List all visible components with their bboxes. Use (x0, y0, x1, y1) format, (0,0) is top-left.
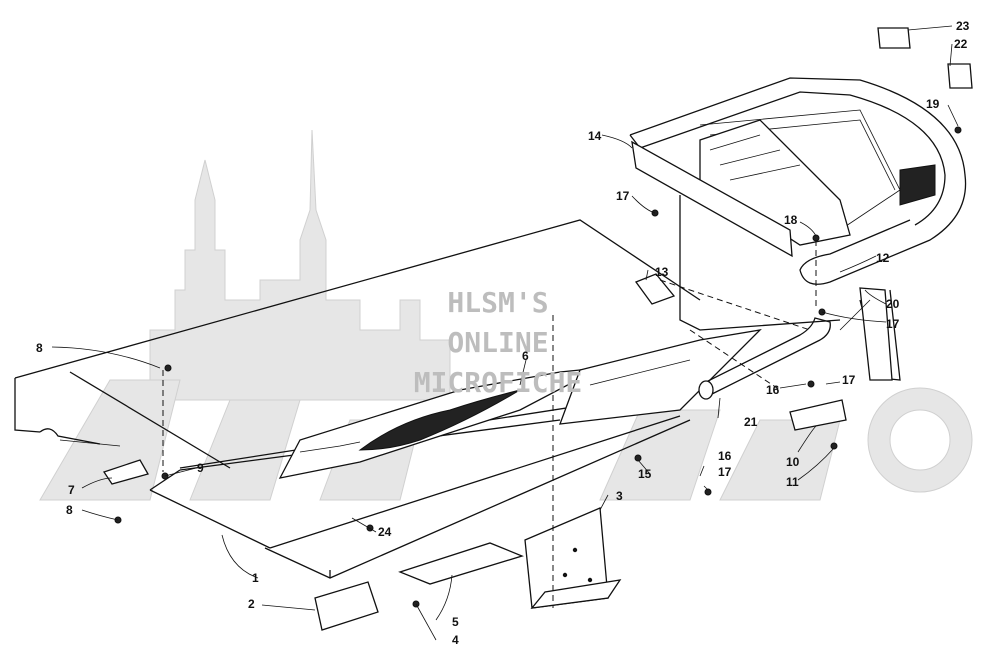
callout-9: 9 (197, 461, 204, 475)
tag-23 (877, 27, 911, 49)
leader-lines (51, 25, 959, 641)
callout-3: 3 (616, 489, 623, 503)
callout-24: 24 (378, 525, 392, 539)
callout-16-right: 16 (766, 383, 780, 397)
callout-17-right: 17 (886, 317, 900, 331)
callout-15: 15 (638, 467, 652, 481)
side-plate (839, 287, 893, 381)
bolt-15 (634, 454, 642, 462)
assembly-lines (162, 240, 817, 608)
callout-23: 23 (956, 19, 970, 33)
callout-5: 5 (452, 615, 459, 629)
tag-22 (947, 63, 973, 89)
bracket-plate (631, 140, 793, 258)
callout-1: 1 (252, 571, 259, 585)
callout-21: 21 (744, 415, 758, 429)
screw-11 (830, 442, 838, 450)
callout-16-lower: 16 (718, 449, 732, 463)
callout-8-lower: 8 (66, 503, 73, 517)
callout-4: 4 (452, 633, 459, 647)
watermark-line1: HLSM'S (447, 286, 548, 319)
callout-14: 14 (588, 129, 602, 143)
pad (398, 542, 524, 585)
nut-17 (704, 488, 712, 496)
callout-2: 2 (248, 597, 255, 611)
chassis-plate (559, 329, 762, 425)
watermark-graphic (39, 129, 973, 501)
callout-8-upper: 8 (36, 341, 43, 355)
callout-6: 6 (522, 349, 529, 363)
license-plate (314, 581, 379, 631)
decal-graphic (278, 367, 601, 479)
callout-11: 11 (786, 475, 799, 489)
nut-17b (807, 380, 815, 388)
clip (634, 273, 676, 305)
callout-18: 18 (784, 213, 798, 227)
screw-8a (164, 364, 172, 372)
callout-7: 7 (68, 483, 75, 497)
callout-22: 22 (954, 37, 968, 51)
watermark-text: HLSM'S ONLINE MICROFICHE (414, 286, 583, 399)
callout-10: 10 (786, 455, 800, 469)
callout-17-tube: 17 (842, 373, 856, 387)
callout-17-lower: 17 (718, 465, 732, 479)
block (102, 459, 149, 485)
callout-labels: 1 2 3 4 5 6 7 8 8 9 10 11 12 13 14 15 16… (36, 19, 970, 647)
small-plate (789, 399, 847, 431)
callout-13: 13 (655, 265, 669, 279)
rear-bumper-tube (698, 317, 831, 400)
watermark-line3: MICROFICHE (414, 366, 583, 399)
callout-12: 12 (876, 251, 890, 265)
watermark-line2: ONLINE (447, 326, 548, 359)
bolt-19 (954, 126, 962, 134)
callout-19: 19 (926, 97, 940, 111)
loose-parts (102, 27, 973, 631)
callout-17-upper: 17 (616, 189, 630, 203)
mounting-bracket (524, 507, 622, 609)
callout-20: 20 (886, 297, 900, 311)
